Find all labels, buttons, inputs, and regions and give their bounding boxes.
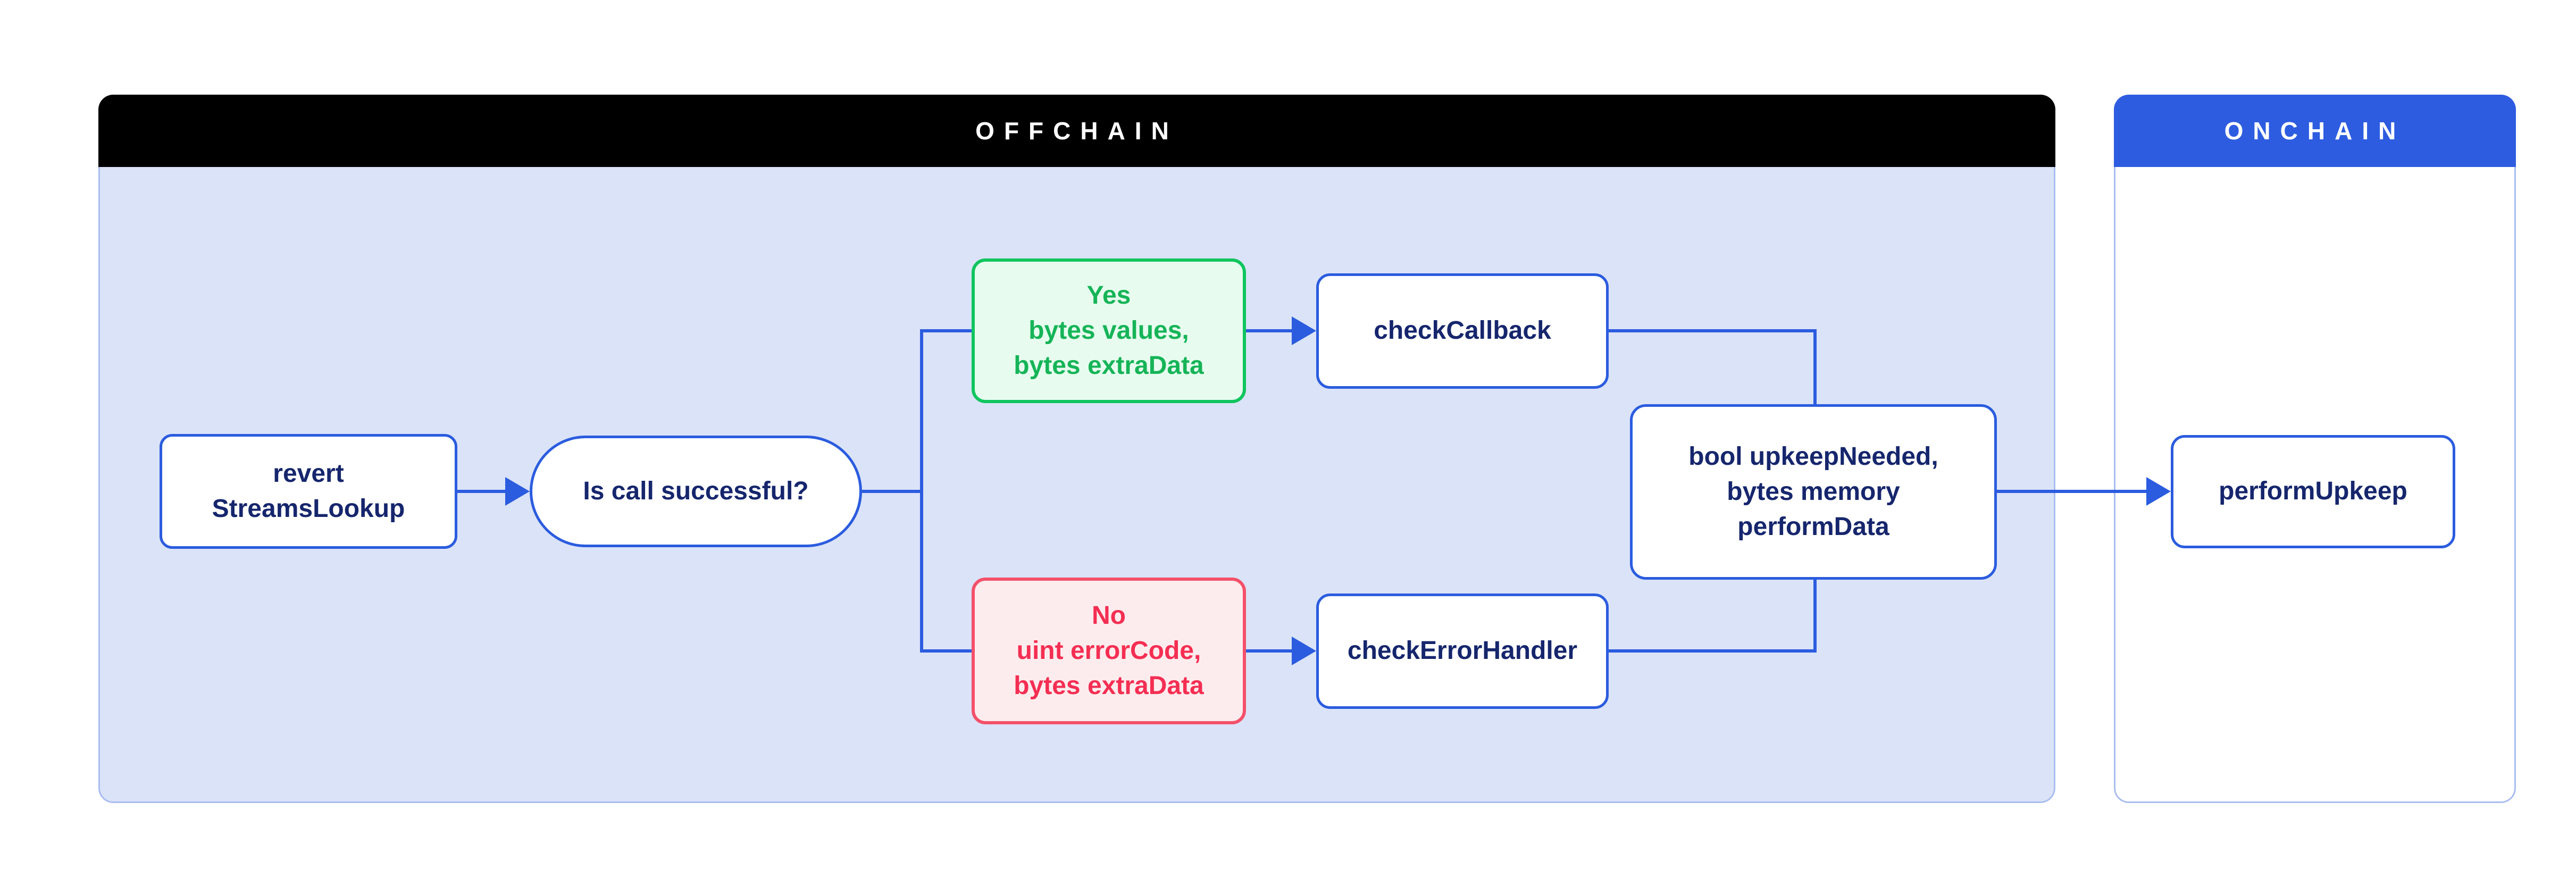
edge-result-to-performupkeep-arrowhead <box>2146 477 2171 506</box>
node-is-call-successful: Is call successful? <box>530 436 862 547</box>
edge-decision-to-junction-line <box>862 490 922 493</box>
edge-no-to-checkerrorhandler-line <box>1246 649 1293 653</box>
edge-no-to-checkerrorhandler-arrowhead <box>1292 637 1316 665</box>
offchain-panel-title: OFFCHAIN <box>98 95 2055 167</box>
edge-junction-vertical-line <box>920 329 923 653</box>
edge-checkcallback-to-result-vline <box>1813 329 1817 406</box>
edge-junction-to-no-line <box>920 649 972 653</box>
node-yes-branch: Yes bytes values, bytes extraData <box>972 258 1246 403</box>
edge-checkerrorhandler-to-result-hline <box>1609 649 1817 653</box>
edge-yes-to-checkcallback-line <box>1246 329 1293 332</box>
edge-checkerrorhandler-to-result-vline <box>1813 578 1817 653</box>
node-check-callback: checkCallback <box>1316 273 1609 389</box>
edge-junction-to-yes-line <box>920 329 972 332</box>
edge-checkcallback-to-result-hline <box>1609 329 1817 332</box>
edge-result-to-performupkeep-line <box>1997 490 2146 493</box>
onchain-panel-title: ONCHAIN <box>2114 95 2516 167</box>
edge-yes-to-checkcallback-arrowhead <box>1292 316 1316 345</box>
node-upkeep-result: bool upkeepNeeded, bytes memory performD… <box>1630 404 1997 580</box>
node-check-error-handler: checkErrorHandler <box>1316 594 1609 709</box>
node-no-branch: No uint errorCode, bytes extraData <box>972 578 1246 724</box>
edge-revert-to-decision-line <box>457 490 506 493</box>
node-revert-streams-lookup: revert StreamsLookup <box>160 434 457 549</box>
edge-revert-to-decision-arrowhead <box>505 477 530 506</box>
node-perform-upkeep: performUpkeep <box>2171 435 2455 548</box>
